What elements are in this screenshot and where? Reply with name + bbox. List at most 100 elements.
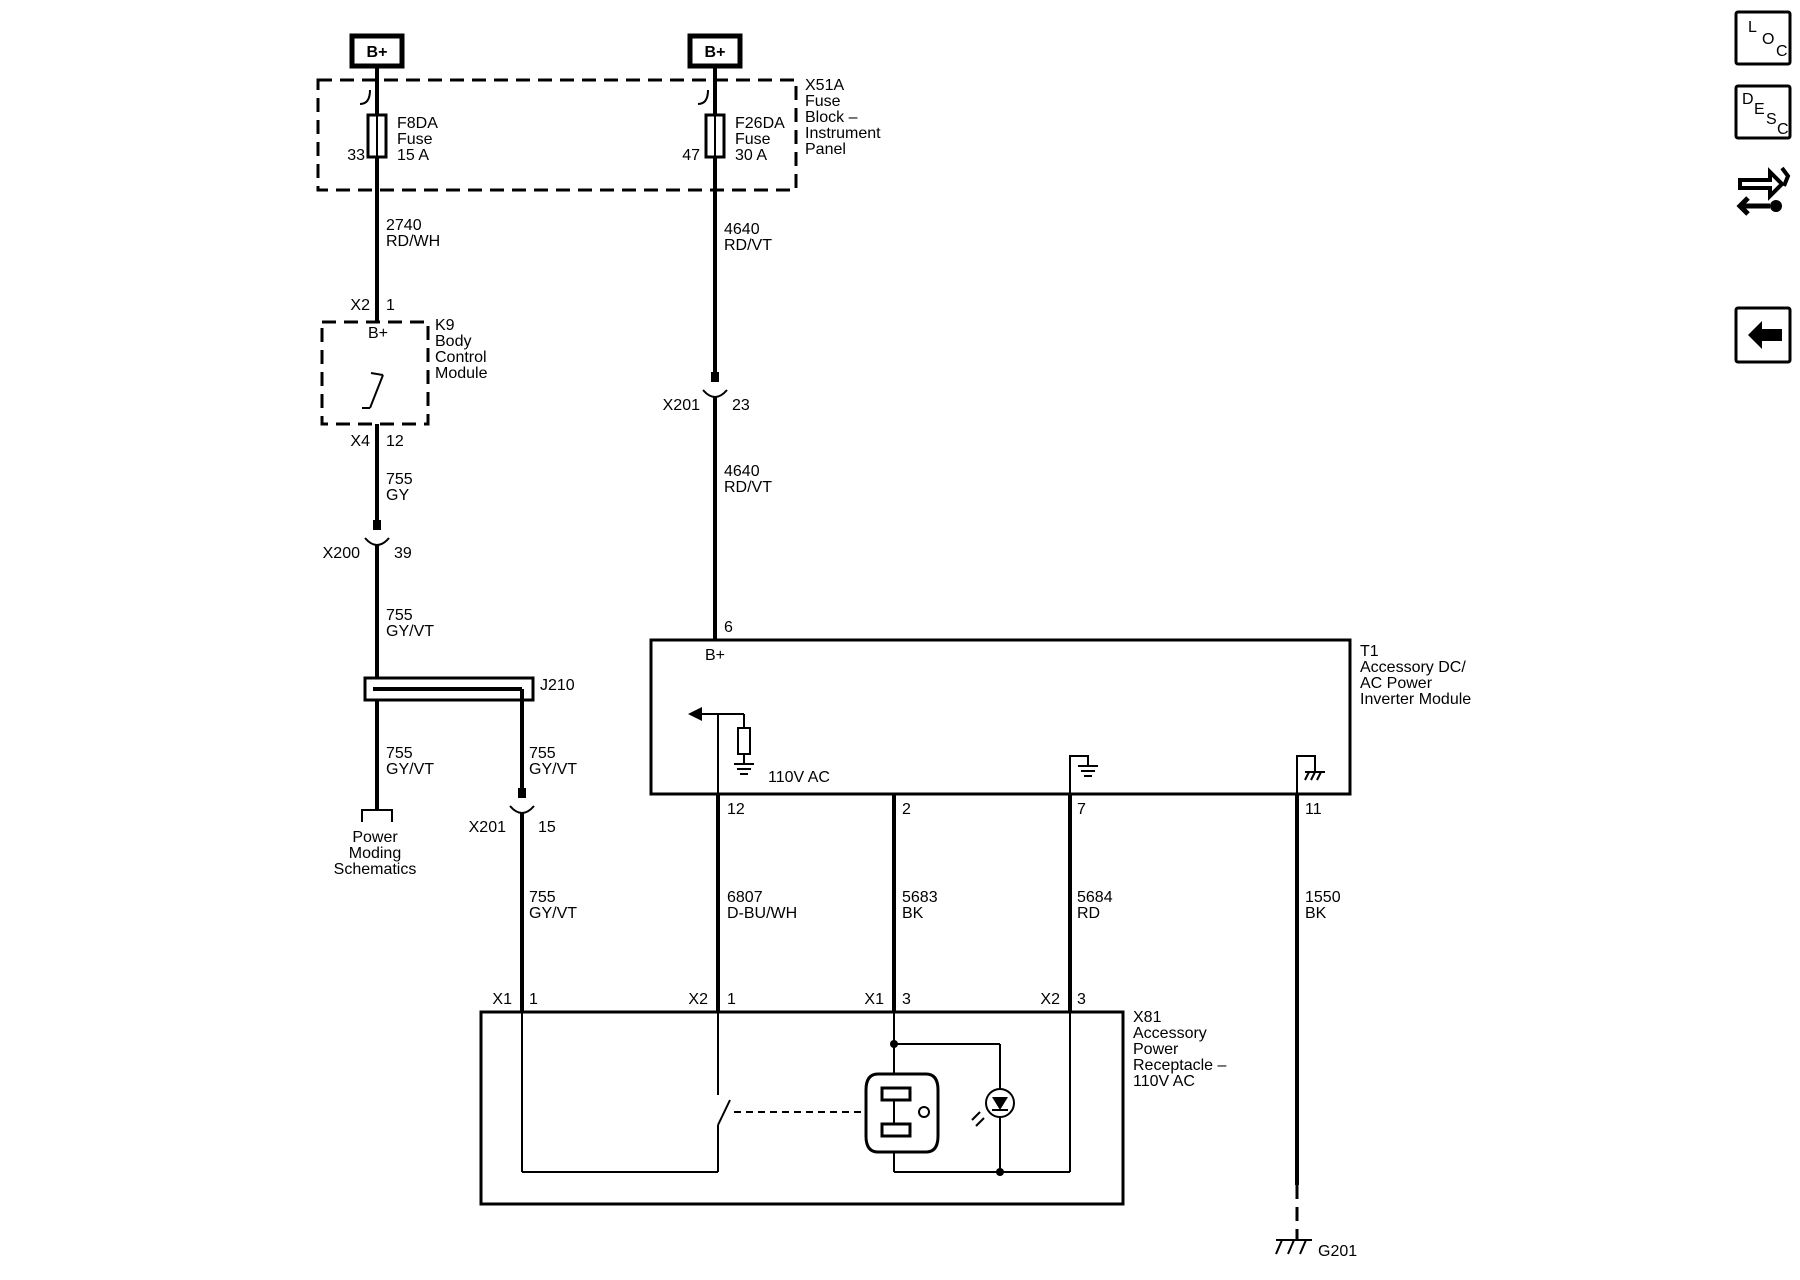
- loc-button[interactable]: L O C: [1734, 10, 1792, 66]
- svg-text:Body: Body: [435, 333, 471, 350]
- svg-text:X51A: X51A: [805, 77, 844, 94]
- receptacle-c3-pin: 3: [902, 991, 911, 1008]
- wire-755-c-number: 755: [529, 745, 556, 762]
- receptacle-c1-conn: X1: [492, 991, 512, 1008]
- svg-text:C: C: [1776, 43, 1788, 60]
- fuse-block-boundary: [316, 78, 798, 192]
- svg-text:Inverter Module: Inverter Module: [1360, 691, 1471, 708]
- connector-x201-top: [702, 372, 728, 398]
- svg-text:Instrument: Instrument: [805, 125, 881, 142]
- fuse-a-label: F8DA: [397, 115, 438, 132]
- battery-source-a-label: B+: [367, 44, 388, 61]
- wire-755-d-color: GY/VT: [529, 905, 577, 922]
- inverter-pin-7-ground: [1069, 755, 1098, 794]
- svg-text:Module: Module: [435, 365, 488, 382]
- svg-text:C: C: [1777, 121, 1789, 138]
- inverter-pin-12-internal: [688, 707, 754, 794]
- receptacle-c1-pin: 1: [529, 991, 538, 1008]
- inverter-pin-2: 2: [902, 801, 911, 818]
- inverter-label: T1 Accessory DC/ AC Power Inverter Modul…: [1360, 643, 1471, 708]
- splice-j210-name: J210: [540, 677, 575, 694]
- inverter-module-box: [649, 638, 1352, 796]
- wire-755-gy-color: GY: [386, 487, 409, 504]
- indicator-led-icon: [971, 1088, 1015, 1127]
- inverter-ac-label: 110V AC: [768, 769, 830, 786]
- wire-4640-lower-number: 4640: [724, 463, 760, 480]
- wire-5684-color: RD: [1077, 905, 1100, 922]
- fuse-b-pin: 47: [682, 147, 700, 164]
- bcm-switch: [362, 372, 384, 409]
- svg-text:Accessory DC/: Accessory DC/: [1360, 659, 1466, 676]
- bcm-boundary: [320, 320, 430, 426]
- receptacle-c2-pin: 1: [727, 991, 736, 1008]
- left-arrow-icon: [1748, 321, 1782, 349]
- wire-755-gy-number: 755: [386, 471, 413, 488]
- wire-1550-number: 1550: [1305, 889, 1341, 906]
- bcm-bottom-pin: 12: [386, 433, 404, 450]
- power-moding-ref-symbol: [361, 809, 393, 822]
- svg-text:30 A: 30 A: [735, 147, 767, 164]
- wire-2740-number: 2740: [386, 217, 422, 234]
- inverter-bplus: B+: [705, 647, 725, 664]
- wire-5683-color: BK: [902, 905, 924, 922]
- desc-button[interactable]: D E S C: [1734, 84, 1792, 140]
- connector-x201-top-pin: 23: [732, 397, 750, 414]
- wire-4640-upper-number: 4640: [724, 221, 760, 238]
- wire-755-c-color: GY/VT: [529, 761, 577, 778]
- bcm-top-connector: X2: [350, 297, 370, 314]
- svg-text:E: E: [1754, 101, 1765, 118]
- fuse-block-label: X51A Fuse Block – Instrument Panel: [805, 77, 881, 158]
- wire-1550-color: BK: [1305, 905, 1327, 922]
- wrench-arrows-icon[interactable]: [1736, 154, 1791, 218]
- fuse-b-label: F26DA: [735, 115, 785, 132]
- svg-text:X81: X81: [1133, 1009, 1162, 1026]
- inverter-pin-6: 6: [724, 619, 733, 636]
- outlet-symbol: [864, 1072, 940, 1154]
- bcm-bplus: B+: [368, 325, 388, 342]
- svg-text:D: D: [1742, 91, 1754, 108]
- svg-text:Panel: Panel: [805, 141, 846, 158]
- wire-5684-number: 5684: [1077, 889, 1113, 906]
- svg-text:Fuse: Fuse: [397, 131, 433, 148]
- ground-g201-name: G201: [1318, 1243, 1357, 1260]
- receptacle-c2-conn: X2: [688, 991, 708, 1008]
- receptacle-label: X81 Accessory Power Receptacle – 110V AC: [1133, 1009, 1226, 1090]
- svg-text:Fuse: Fuse: [805, 93, 841, 110]
- svg-text:K9: K9: [435, 317, 455, 334]
- bcm-bottom-connector: X4: [350, 433, 370, 450]
- svg-text:Fuse: Fuse: [735, 131, 771, 148]
- wire-6807-color: D-BU/WH: [727, 905, 797, 922]
- power-moding-ref-label: Power Moding Schematics: [334, 829, 417, 878]
- wire-755-b-number: 755: [386, 745, 413, 762]
- svg-text:Block –: Block –: [805, 109, 858, 126]
- receptacle-internal-wiring: [521, 1012, 1071, 1176]
- wire-755-a-color: GY/VT: [386, 623, 434, 640]
- bcm-label: K9 Body Control Module: [435, 317, 488, 382]
- receptacle-c3-conn: X1: [864, 991, 884, 1008]
- inverter-pin-12: 12: [727, 801, 745, 818]
- inverter-pin-7: 7: [1077, 801, 1086, 818]
- receptacle-c4-conn: X2: [1040, 991, 1060, 1008]
- connector-x200: [364, 520, 390, 546]
- wire-4640-lower-color: RD/VT: [724, 479, 772, 496]
- receptacle-box: [479, 1010, 1125, 1206]
- wire-5683-number: 5683: [902, 889, 938, 906]
- bcm-top-pin: 1: [386, 297, 395, 314]
- svg-text:Moding: Moding: [349, 845, 401, 862]
- svg-text:Schematics: Schematics: [334, 861, 417, 878]
- ground-g201-symbol: [1275, 1239, 1312, 1255]
- back-button[interactable]: [1734, 306, 1792, 364]
- connector-x201-left-name: X201: [469, 819, 506, 836]
- svg-text:Accessory: Accessory: [1133, 1025, 1207, 1042]
- battery-source-b: B+: [687, 33, 743, 69]
- wire-6807-number: 6807: [727, 889, 763, 906]
- inverter-pin-11-chassis-ground: [1296, 755, 1325, 794]
- battery-source-a: B+: [349, 33, 405, 69]
- battery-source-b-label: B+: [705, 44, 726, 61]
- svg-text:L: L: [1748, 19, 1757, 36]
- splice-j210: [363, 676, 535, 702]
- wire-4640-upper-color: RD/VT: [724, 237, 772, 254]
- connector-x200-pin: 39: [394, 545, 412, 562]
- svg-text:Power: Power: [352, 829, 398, 846]
